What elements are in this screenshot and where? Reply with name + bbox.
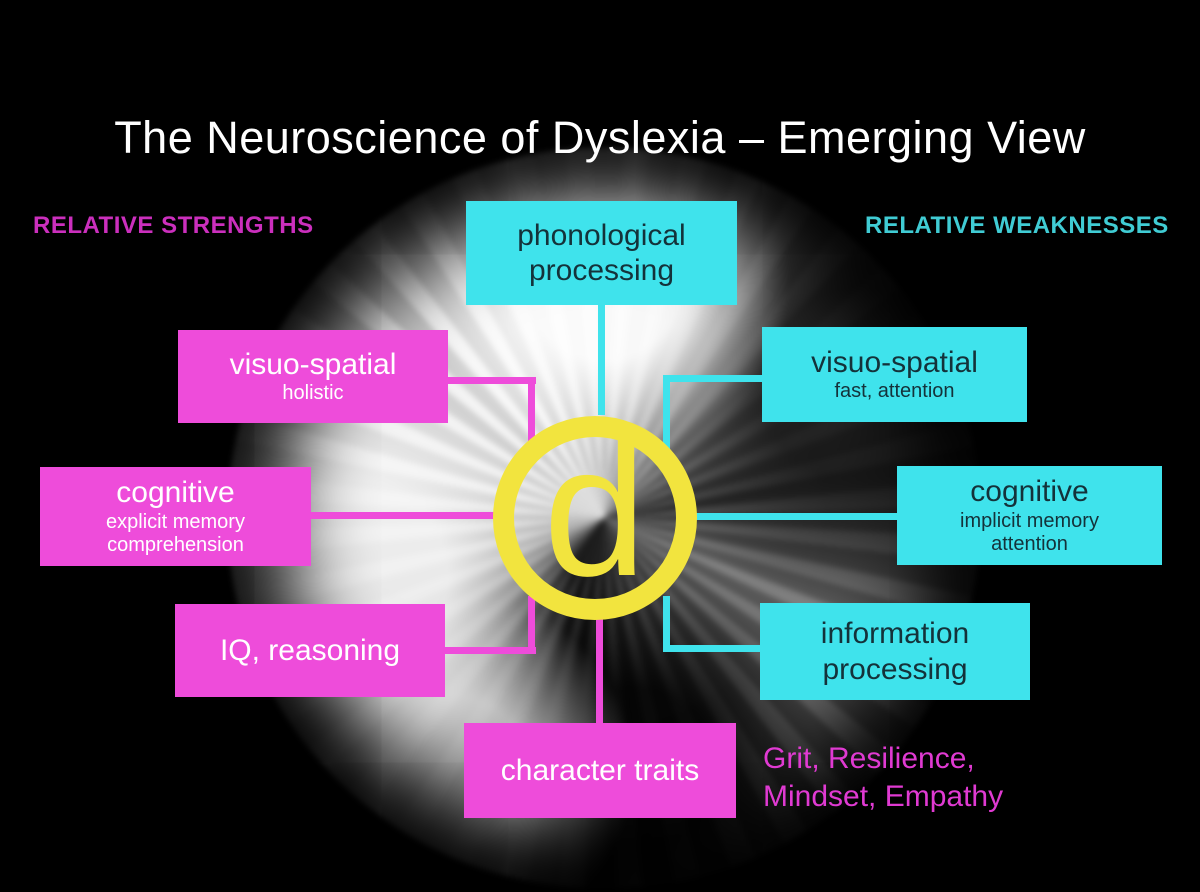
connector-cognitive-left-horizontal <box>310 512 496 519</box>
box-subtitle: holistic <box>282 382 344 405</box>
weakness-box-information-processing: information processing <box>760 603 1030 700</box>
box-subtitle: fast, attention <box>834 380 955 403</box>
connector-phonological-vertical <box>598 305 605 415</box>
connector-left-bracket-vertical-top <box>528 377 535 445</box>
box-title: phonological processing <box>517 218 686 287</box>
box-subtitle: implicit memory <box>960 509 1099 532</box>
weakness-box-visuo-spatial: visuo-spatial fast, attention <box>762 327 1027 422</box>
connector-right-bracket-vertical-bottom <box>663 596 670 651</box>
character-traits-note: Grit, Resilience, Mindset, Empathy <box>763 740 1003 815</box>
relative-strengths-label: RELATIVE STRENGTHS <box>33 212 314 239</box>
slide-title: The Neuroscience of Dyslexia – Emerging … <box>114 112 1086 164</box>
box-subtitle: explicit memory <box>106 510 245 533</box>
note-line-1: Grit, Resilience, <box>763 742 975 775</box>
connector-right-bracket-vertical-top <box>663 375 670 449</box>
box-subtitle: comprehension <box>107 534 244 557</box>
relative-weaknesses-label: RELATIVE WEAKNESSES <box>865 212 1169 239</box>
connector-visuo-spatial-left-horizontal <box>448 377 536 384</box>
strength-box-iq-reasoning: IQ, reasoning <box>175 604 445 697</box>
connector-iq-horizontal <box>445 647 536 654</box>
strength-box-visuo-spatial: visuo-spatial holistic <box>178 330 448 423</box>
box-title: IQ, reasoning <box>219 633 401 667</box>
note-line-2: Mindset, Empathy <box>763 779 1004 813</box>
box-title: cognitive <box>116 476 235 510</box>
weakness-box-cognitive: cognitive implicit memory attention <box>897 466 1162 565</box>
connector-visuo-spatial-right-horizontal <box>663 375 762 382</box>
strength-box-character-traits: character traits <box>464 723 736 818</box>
connector-cognitive-right-horizontal <box>694 513 897 520</box>
box-title: visuo-spatial <box>229 348 397 381</box>
box-title: cognitive <box>970 475 1089 509</box>
connector-left-bracket-vertical-bottom <box>528 596 535 653</box>
dyslexia-d-badge: d <box>493 416 697 620</box>
connector-information-horizontal <box>663 645 760 652</box>
connector-character-traits-vertical <box>596 618 603 724</box>
strength-box-cognitive: cognitive explicit memory comprehension <box>40 467 311 566</box>
box-title: visuo-spatial <box>811 346 978 379</box>
box-title: character traits <box>500 753 700 787</box>
letter-d: d <box>543 408 647 615</box>
box-title: information processing <box>820 617 970 686</box>
box-subtitle: attention <box>991 533 1068 556</box>
weakness-box-phonological-processing: phonological processing <box>466 201 737 305</box>
